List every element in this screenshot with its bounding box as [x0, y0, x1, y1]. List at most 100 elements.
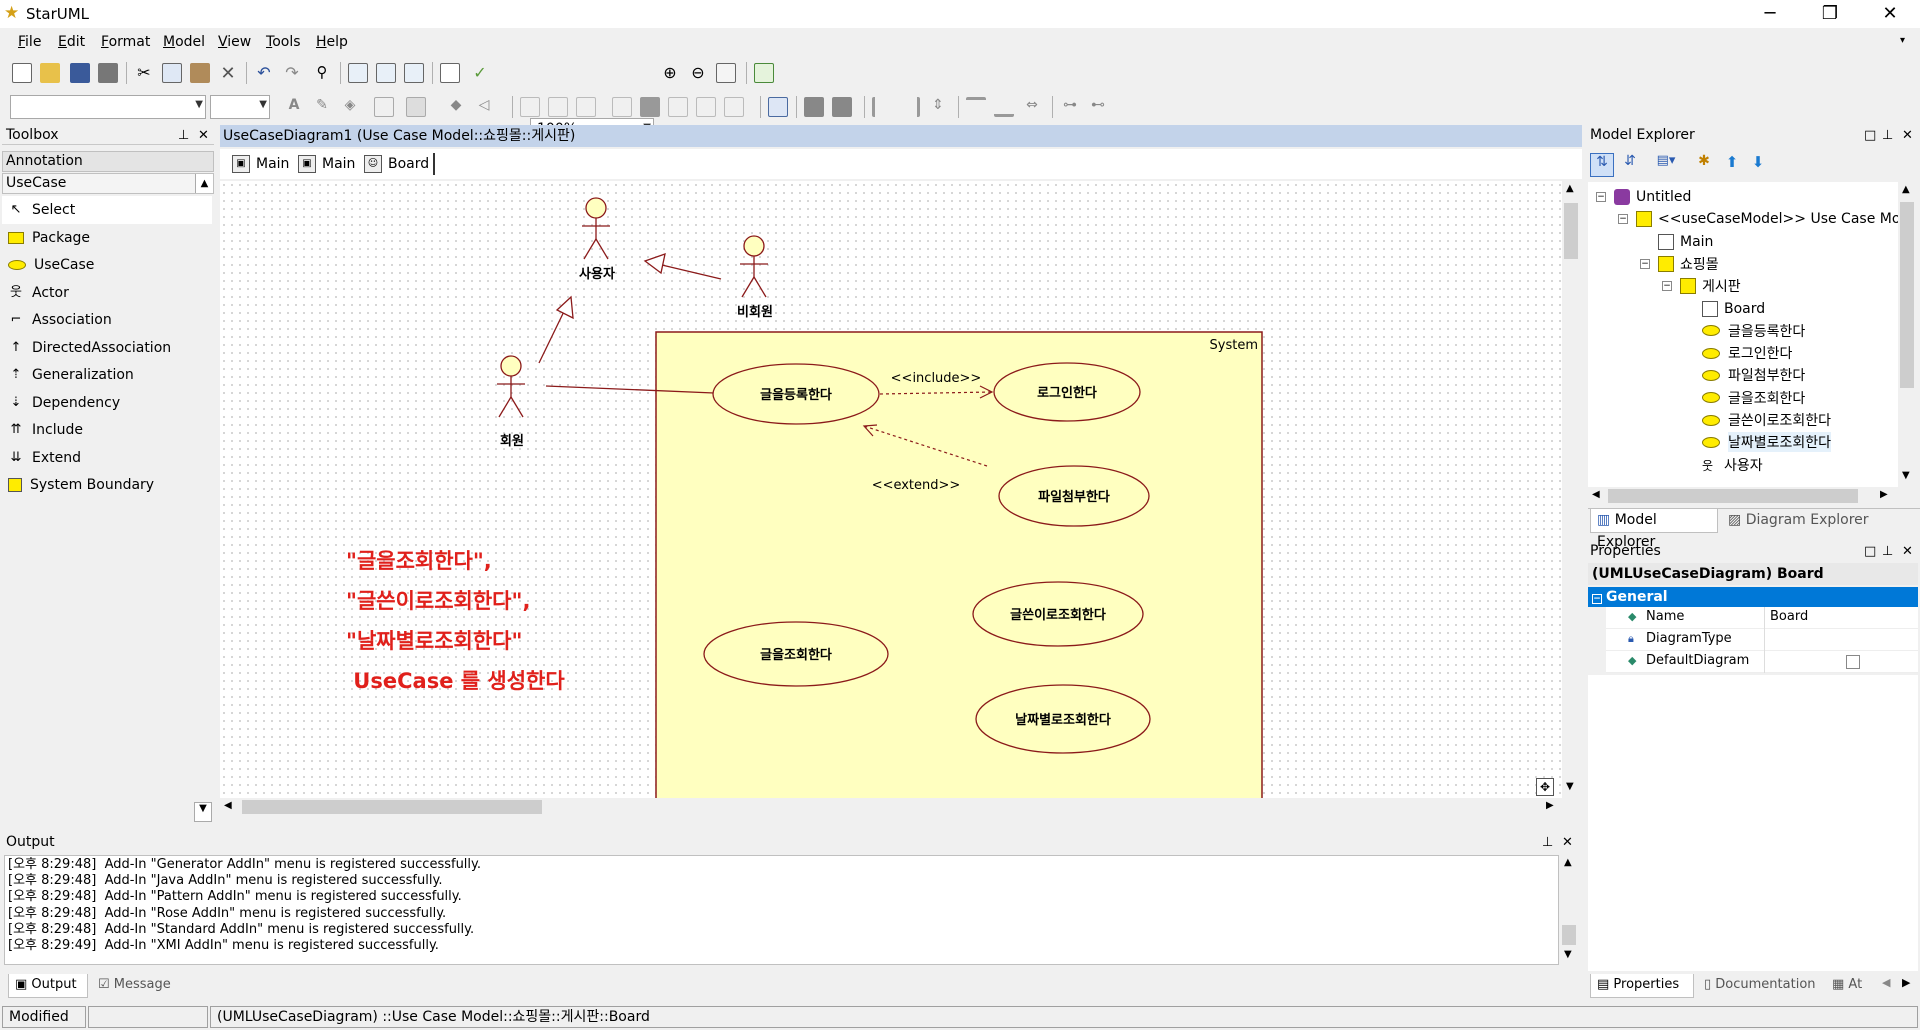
tool-system-boundary[interactable]: System Boundary — [8, 472, 154, 498]
property-row-diagramtype[interactable]: 🔒︎ DiagramType — [1606, 629, 1918, 651]
menu-view[interactable]: View — [218, 34, 252, 50]
delete-icon[interactable]: ✕ — [220, 63, 236, 84]
tab-board[interactable]: ☺Board — [364, 153, 436, 175]
format-brush-icon[interactable]: ◆ — [450, 97, 462, 113]
show-ops-icon[interactable] — [576, 97, 596, 117]
menu-edit[interactable]: Edit — [58, 34, 86, 50]
menu-overflow-icon[interactable]: ▾ — [1900, 35, 1906, 46]
move-up-icon[interactable]: ⬆ — [1725, 153, 1739, 171]
diagram-export-icon[interactable] — [404, 63, 424, 83]
word-wrap-icon[interactable] — [612, 97, 632, 117]
scroll-right-icon[interactable]: ▶ — [1546, 800, 1554, 811]
scroll-thumb[interactable] — [1608, 489, 1858, 503]
scroll-down-icon[interactable]: ▼ — [1902, 470, 1910, 481]
close-icon[interactable]: ✕ — [1562, 835, 1573, 850]
align-bottom-icon[interactable] — [994, 97, 1014, 117]
scroll-up-icon[interactable]: ▲ — [1902, 184, 1910, 195]
align-left-icon[interactable] — [872, 97, 892, 117]
space-horizontal-icon[interactable]: ⊶ — [1063, 97, 1077, 113]
minimize-button[interactable]: ─ — [1764, 3, 1776, 24]
scroll-left-icon[interactable]: ◀ — [224, 800, 232, 811]
shadow-icon[interactable] — [406, 97, 426, 117]
tab-attachments[interactable]: ▦ At — [1826, 974, 1876, 998]
tab-scroll-left-icon[interactable]: ◀ — [1882, 976, 1891, 989]
space-vertical-icon[interactable]: ⊷ — [1091, 97, 1105, 113]
stereotype-display-icon[interactable] — [640, 97, 660, 117]
scroll-left-icon[interactable]: ◀ — [1592, 489, 1600, 500]
tab-properties[interactable]: ▤ Properties — [1590, 974, 1694, 998]
align-top-icon[interactable] — [966, 97, 986, 117]
scroll-up-icon[interactable]: ▲ — [1566, 183, 1574, 194]
collapse-icon[interactable]: ▲ — [195, 174, 213, 193]
toolbox-category-annotation[interactable]: Annotation — [2, 151, 214, 172]
align-right-icon[interactable] — [900, 97, 920, 117]
menu-model[interactable]: Model — [163, 34, 206, 50]
tool-include[interactable]: ⇈Include — [8, 417, 83, 443]
canvas-horizontal-scrollbar[interactable]: ◀ ▶ — [220, 798, 1562, 816]
zoom-in-icon[interactable]: ⊕ — [663, 63, 677, 82]
default-diagram-checkbox[interactable] — [1846, 655, 1860, 669]
tab-main-1[interactable]: ▣Main — [232, 153, 289, 175]
find-icon[interactable]: ⚲ — [316, 63, 328, 81]
tool-directed-association[interactable]: ↑DirectedAssociation — [8, 335, 172, 361]
tool-cursor[interactable]: ↖Select — [8, 197, 76, 223]
fit-to-window-icon[interactable] — [716, 63, 736, 83]
toolbox-scroll-down-icon[interactable]: ▼ — [194, 802, 212, 822]
tool-extend[interactable]: ⇊Extend — [8, 445, 81, 471]
pin-icon[interactable]: ⊥ — [178, 128, 190, 143]
generalization-member-user[interactable] — [538, 295, 574, 364]
paste-icon[interactable] — [190, 63, 210, 83]
font-size-combo[interactable]: ▼ — [210, 95, 270, 119]
usecase-register[interactable]: 글을등록한다 — [712, 363, 880, 425]
pin-icon[interactable]: ⊥ — [1542, 835, 1554, 850]
diagram-canvas[interactable]: System 사용자 비회원 회원 — [220, 181, 1562, 798]
show-attrs-icon[interactable] — [548, 97, 568, 117]
save-icon[interactable] — [70, 63, 90, 83]
generalization-nonmember-user[interactable] — [643, 253, 722, 280]
scroll-up-icon[interactable]: ▲ — [1564, 857, 1572, 868]
filter-icon[interactable]: ▤▾ — [1656, 153, 1676, 168]
tree-item[interactable]: −<<useCaseModel>> Use Case Model — [1618, 208, 1898, 230]
usecase-by-date[interactable]: 날짜별로조회한다 — [975, 684, 1151, 754]
usecase-attach[interactable]: 파일첨부한다 — [998, 465, 1150, 527]
actor-member[interactable] — [497, 355, 525, 418]
tree-item[interactable]: 글을등록한다 — [1684, 320, 1805, 342]
line-style-icon[interactable] — [374, 97, 394, 117]
font-family-combo[interactable]: ▼ — [10, 95, 206, 119]
line-color-icon[interactable]: ✎ — [316, 97, 328, 113]
menu-tools[interactable]: Tools — [266, 34, 301, 50]
refresh-icon[interactable] — [754, 63, 774, 83]
scroll-right-icon[interactable]: ▶ — [1880, 489, 1888, 500]
canvas-vertical-scrollbar[interactable]: ▲ ▼ — [1562, 181, 1580, 798]
actor-nonmember[interactable] — [740, 235, 768, 298]
add-element-icon[interactable]: ✱ — [1698, 153, 1710, 169]
tree-expander-icon[interactable]: − — [1640, 258, 1650, 269]
usecase-login[interactable]: 로그인한다 — [993, 362, 1141, 422]
extend-attach-register[interactable] — [862, 424, 988, 467]
toolbox-category-usecase[interactable]: UseCase ▲ — [2, 173, 214, 194]
maximize-button[interactable]: ❐ — [1821, 3, 1839, 24]
tree-item[interactable]: −쇼핑몰 — [1640, 253, 1719, 275]
add-diagram-icon[interactable] — [348, 63, 368, 83]
tab-model-explorer[interactable]: ▥ Model Explorer — [1590, 509, 1718, 550]
tool-dependency[interactable]: ⇣Dependency — [8, 390, 121, 416]
new-file-icon[interactable] — [12, 63, 32, 83]
menu-file[interactable]: File — [18, 34, 42, 50]
tool-association[interactable]: ⌐Association — [8, 307, 112, 333]
open-folder-icon[interactable] — [40, 63, 60, 83]
tool-generalization[interactable]: ⇡Generalization — [8, 362, 134, 388]
tree-item[interactable]: 파일첨부한다 — [1684, 364, 1805, 386]
close-icon[interactable]: ✕ — [1902, 128, 1913, 143]
visibility-icon[interactable] — [696, 97, 716, 117]
tree-expander-icon[interactable]: − — [1596, 192, 1606, 202]
tab-scroll-right-icon[interactable]: ▶ — [1902, 976, 1911, 989]
close-button[interactable]: ✕ — [1882, 3, 1898, 24]
scroll-thumb[interactable] — [242, 800, 542, 814]
zoom-out-icon[interactable]: ⊖ — [691, 63, 705, 82]
sort-by-name-icon[interactable]: ⇵ — [1624, 153, 1636, 169]
arrange-icon[interactable]: ◁ — [478, 97, 490, 113]
font-icon[interactable]: A — [288, 97, 300, 113]
tab-diagram-explorer[interactable]: ▨ Diagram Explorer — [1722, 509, 1872, 533]
align-center-icon[interactable]: ⇕ — [932, 97, 944, 113]
